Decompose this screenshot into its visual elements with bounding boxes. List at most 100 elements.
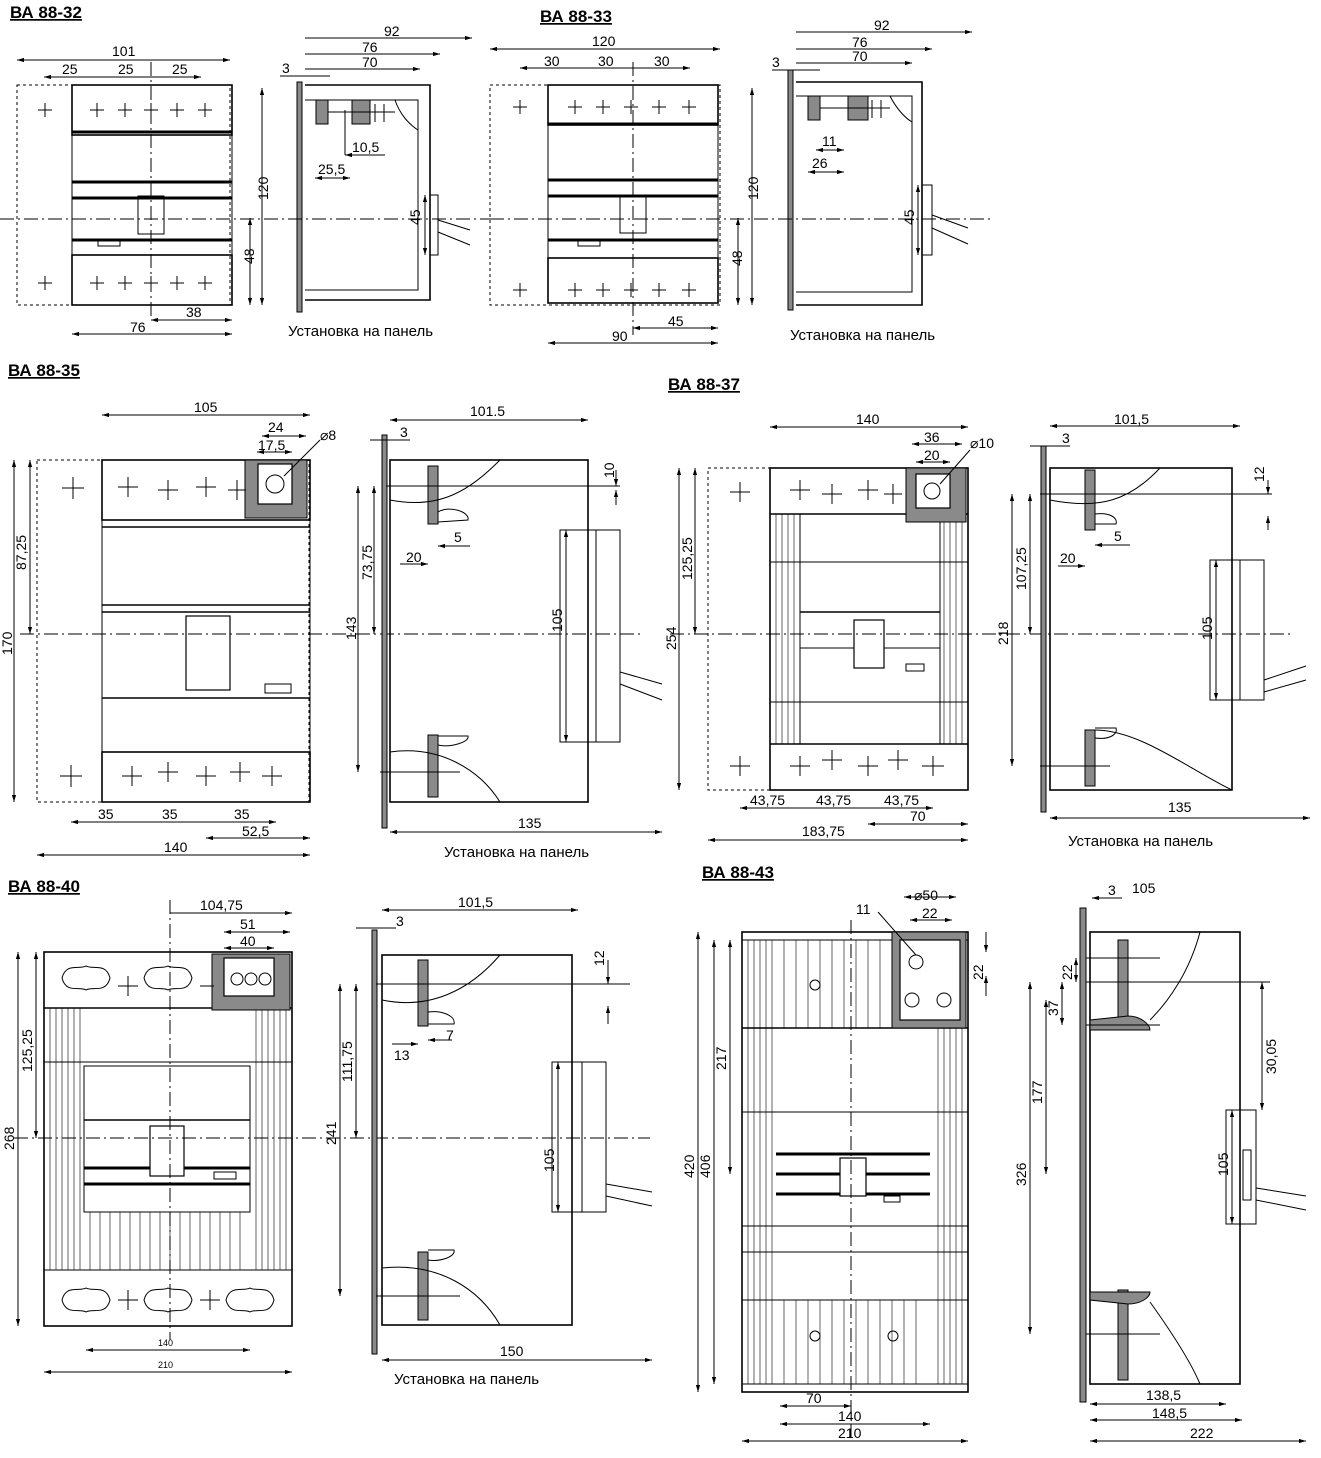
dim-upper-height: 125,25 xyxy=(19,1029,35,1072)
side-view-ba-88-37: 101,5 3 12 218 107,25 20 5 105 135 Устан… xyxy=(995,411,1310,850)
front-view-ba-88-33: 120 30 30 30 120 48 90 45 xyxy=(489,33,761,346)
title-ba-88-35: ВА 88-35 xyxy=(8,361,80,380)
front-view-ba-88-35: 105 24 17,5 ⌀8 170 87,25 35 35 35 52,5 1… xyxy=(0,399,640,858)
title-ba-88-40: ВА 88-40 xyxy=(8,877,80,896)
dim-depth-3: 70 xyxy=(362,54,378,70)
dim-inner-height: 406 xyxy=(697,1154,713,1178)
caption-panel-mount: Установка на панель xyxy=(288,323,433,340)
dim-terminal-height: 12 xyxy=(591,950,607,966)
dim-terminal-height: 22 xyxy=(970,964,986,980)
dim-upper-height: 217 xyxy=(713,1046,729,1070)
drawing-ba-88-35: ВА 88-35 105 xyxy=(0,361,663,861)
dim-panel-thickness: 3 xyxy=(400,424,408,440)
dim-mount-height: 218 xyxy=(995,621,1011,645)
dim-mount-height: 143 xyxy=(343,616,359,640)
dim-terminal-width: 36 xyxy=(924,429,940,445)
dim-terminal-height: 10 xyxy=(601,462,617,478)
title-ba-88-33: ВА 88-33 xyxy=(540,7,612,26)
dim-panel-thickness: 3 xyxy=(282,60,290,76)
title-ba-88-37: ВА 88-37 xyxy=(668,375,740,394)
dim-height: 420 xyxy=(681,1154,697,1178)
dim-bottom-width: 210 xyxy=(158,1360,173,1370)
dim-terminal-offset: 13 xyxy=(394,1047,410,1063)
dim-mount-height: 326 xyxy=(1013,1162,1029,1186)
dim-pitch-3: 30 xyxy=(654,53,670,69)
dim-terminal-width: 24 xyxy=(268,419,284,435)
front-view-ba-88-37: 140 36 20 ⌀10 254 125,25 43,75 43,75 43,… xyxy=(663,411,1290,843)
dim-height: 268 xyxy=(1,1126,17,1150)
front-view-ba-88-32: 101 25 25 25 120 48 76 38 xyxy=(16,43,271,337)
dim-half-span: 70 xyxy=(806,1390,822,1406)
side-view-ba-88-35: 101.5 3 10 143 73,75 20 5 105 135 Устано… xyxy=(343,403,663,861)
dim-terminal-thickness: 7 xyxy=(446,1027,454,1043)
dim-pitch-2: 30 xyxy=(598,53,614,69)
dim-panel-thickness: 3 xyxy=(772,54,780,70)
dim-bottom-width: 183,75 xyxy=(802,823,845,839)
dim-upper-height: 125,25 xyxy=(679,537,695,580)
dim-terminal-offset: 20 xyxy=(924,447,940,463)
dim-depth: 101,5 xyxy=(458,894,493,910)
dim-bottom-width: 76 xyxy=(130,319,146,335)
dim-bottom-width: 210 xyxy=(838,1425,862,1441)
dim-depth: 92 xyxy=(384,23,400,39)
dim-pitch-2: 35 xyxy=(162,806,178,822)
dim-pitch-2: 25 xyxy=(118,61,134,77)
dim-bottom-depth: 135 xyxy=(1168,799,1192,815)
dim-bottom-width: 140 xyxy=(164,839,188,855)
dim-pitch-2: 43,75 xyxy=(816,792,851,808)
dim-terminal-offset: 17,5 xyxy=(258,437,285,453)
dim-terminal-height: 22 xyxy=(1059,964,1075,980)
dim-terminal-depth: 25,5 xyxy=(318,161,345,177)
drawing-ba-88-37: ВА 88-37 xyxy=(663,375,1310,850)
dim-handle: 45 xyxy=(901,209,917,225)
side-view-ba-88-43: 3 105 22 37 30,05 326 177 105 138,5 148,… xyxy=(1013,880,1307,1444)
dim-terminal-offset: 20 xyxy=(1060,550,1076,566)
dim-terminal-width: 51 xyxy=(240,916,256,932)
dim-pitch-3: 25 xyxy=(172,61,188,77)
dim-depth-3: 70 xyxy=(852,48,868,64)
drawing-ba-88-40: ВА 88-40 xyxy=(1,877,653,1388)
dim-handle: 105 xyxy=(541,1148,557,1172)
dim-panel-thickness: 3 xyxy=(1062,430,1070,446)
dim-pole-span: 140 xyxy=(838,1408,862,1424)
dim-width: 104,75 xyxy=(200,897,243,913)
side-view-ba-88-40: 101,5 3 12 241 111,75 13 7 105 150 Устан… xyxy=(323,894,653,1388)
dim-terminal-thickness: 5 xyxy=(454,529,462,545)
dim-terminal-offset: 11 xyxy=(856,901,871,917)
front-view-ba-88-43: ⌀50 11 22 22 420 406 217 70 140 210 xyxy=(681,887,989,1444)
dim-lower-height: 48 xyxy=(241,248,257,264)
dim-top-depth: 105 xyxy=(1132,880,1156,896)
dim-height: 254 xyxy=(663,626,679,650)
dim-handle: 105 xyxy=(1199,616,1215,640)
dim-panel-thickness: 3 xyxy=(396,913,404,929)
dim-terminal-height: 12 xyxy=(1251,466,1267,482)
dim-half-width: 52,5 xyxy=(242,823,269,839)
title-ba-88-32: ВА 88-32 xyxy=(10,3,82,22)
dim-handle: 45 xyxy=(407,209,423,225)
dim-pitch-3: 43,75 xyxy=(884,792,919,808)
title-ba-88-43: ВА 88-43 xyxy=(702,863,774,882)
dim-hole-diameter: ⌀8 xyxy=(320,427,336,443)
front-view-ba-88-40: 104,75 51 40 268 125,25 140 210 xyxy=(1,897,650,1375)
dim-terminal-pitch: 22 xyxy=(922,905,938,921)
dim-hole-diameter: ⌀10 xyxy=(970,435,994,451)
dim-terminal-offset: 10,5 xyxy=(352,139,379,155)
dim-terminal-depth: 26 xyxy=(812,155,828,171)
dim-terminal-offset: 40 xyxy=(240,933,256,949)
dim-lower-height: 48 xyxy=(729,250,745,266)
dim-depth: 92 xyxy=(874,17,890,33)
drawing-ba-88-32: ВА 88-32 101 25 25 25 120 xyxy=(0,3,490,340)
side-view-ba-88-32: 92 76 70 3 10,5 25,5 45 Установка на пан… xyxy=(0,23,490,340)
dim-pitch-3: 35 xyxy=(234,806,250,822)
dim-handle: 105 xyxy=(549,608,565,632)
caption-panel-mount: Установка на панель xyxy=(1068,833,1213,850)
dim-height: 120 xyxy=(255,176,271,200)
dim-bottom-depth: 135 xyxy=(518,815,542,831)
drawing-ba-88-33: ВА 88-33 120 30 30 30 120 xyxy=(489,7,990,346)
dim-upper-height: 87,25 xyxy=(13,535,29,570)
dim-width: 101 xyxy=(112,43,136,59)
dim-handle-offset: 30,05 xyxy=(1263,1039,1279,1074)
dim-depth: 101,5 xyxy=(1114,411,1149,427)
dim-pitch-1: 30 xyxy=(544,53,560,69)
dim-mount-upper: 177 xyxy=(1029,1080,1045,1104)
